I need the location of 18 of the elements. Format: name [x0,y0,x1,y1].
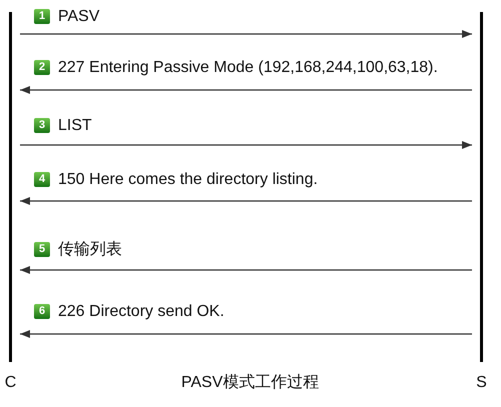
step-number-badge: 3 [34,118,50,133]
arrow [20,266,472,274]
step-number-badge: 2 [34,60,50,75]
arrow [20,30,472,38]
arrow [20,141,472,149]
step-number-badge: 6 [34,304,50,319]
step-number-badge: 4 [34,172,50,187]
edge-label: 227 Entering Passive Mode (192,168,244,100,63,18). [58,58,438,78]
step-number-badge: 5 [34,242,50,257]
lifeline-label: C [4,373,16,393]
arrow [20,330,472,338]
caption: PASV模式工作过程 [181,373,319,393]
edge-label: 150 Here comes the directory listing. [58,170,318,190]
step-number-badge: 1 [34,9,50,24]
lifeline-label: S [476,373,487,393]
arrow [20,197,472,205]
edge-label: 226 Directory send OK. [58,302,224,322]
arrow [20,86,472,94]
